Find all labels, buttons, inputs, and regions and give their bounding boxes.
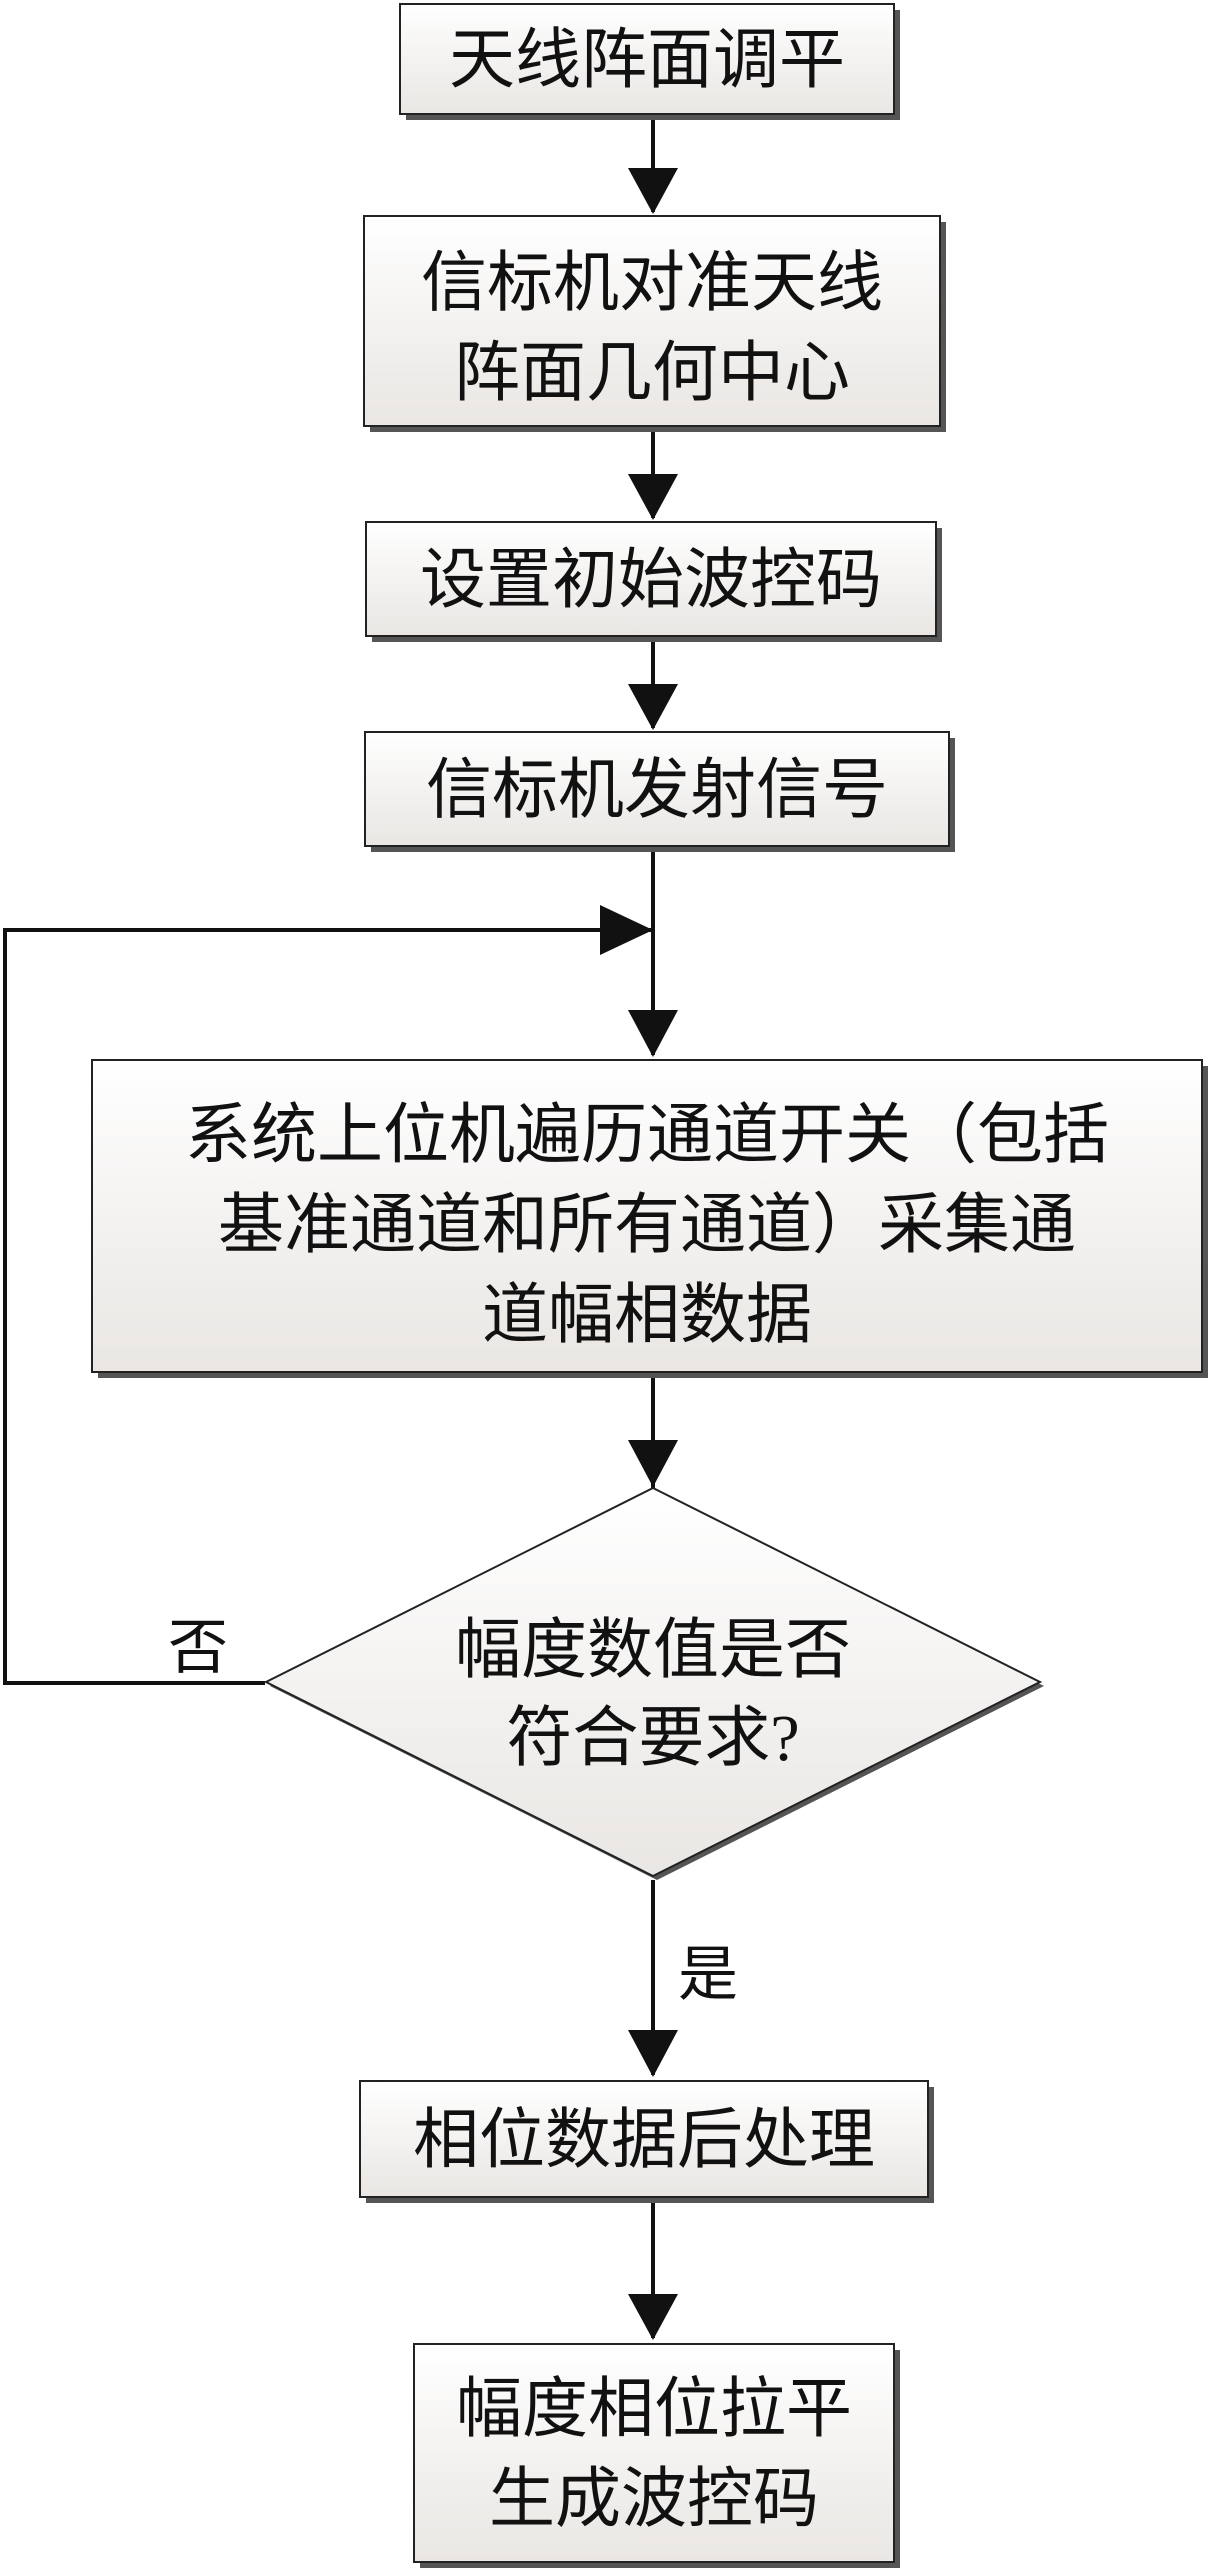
decision-line-2: 符合要求? [506, 1702, 799, 1775]
arrowhead-decision [628, 1440, 678, 1487]
step6-box [359, 2080, 934, 2203]
step3-label: 设置初始波控码 [420, 544, 882, 617]
step7-line-2: 生成波控码 [489, 2463, 819, 2536]
step2-label: 信标机对准天线 阵面几何中心 [421, 247, 883, 410]
step5-label: 系统上位机遍历通道开关（包括 基准通道和所有通道）采集通 道幅相数据 [185, 1099, 1109, 1352]
decision-line-1: 幅度数值是否 [455, 1614, 851, 1687]
step7-line-1: 幅度相位拉平 [456, 2373, 852, 2446]
loop-back-line [3, 928, 653, 1685]
step5-box [91, 1059, 1208, 1378]
step1-label: 天线阵面调平 [449, 24, 845, 97]
branch-label-yes: 是 [678, 1942, 738, 2008]
arrowhead-step5 [628, 1010, 678, 1057]
decision-label: 幅度数值是否 符合要求? [455, 1614, 851, 1775]
arrowhead-step3 [628, 474, 678, 520]
branch-label-no: 否 [168, 1615, 228, 1681]
step7-box [413, 2343, 900, 2568]
step3-box [365, 521, 942, 642]
step2-line-1: 信标机对准天线 [421, 247, 883, 320]
decision-diamond [263, 1486, 1044, 1880]
step4-label: 信标机发射信号 [426, 754, 888, 827]
step5-line-2: 基准通道和所有通道）采集通 [218, 1189, 1076, 1262]
step1-line-1: 天线阵面调平 [449, 24, 845, 97]
step2-box [363, 215, 946, 432]
connectors [3, 118, 678, 2340]
arrowhead-step6 [628, 2030, 678, 2077]
step3-line-1: 设置初始波控码 [420, 544, 882, 617]
step6-label: 相位数据后处理 [413, 2104, 875, 2177]
step5-line-1: 系统上位机遍历通道开关（包括 [185, 1099, 1109, 1172]
step6-line-1: 相位数据后处理 [413, 2104, 875, 2177]
step7-label: 幅度相位拉平 生成波控码 [456, 2373, 852, 2536]
loop-back-arrowhead [600, 905, 653, 955]
arrowhead-step2 [628, 168, 678, 214]
arrowhead-step4 [628, 684, 678, 730]
step1-box [399, 3, 900, 120]
arrowhead-step7 [628, 2294, 678, 2340]
step5-line-3: 道幅相数据 [482, 1279, 812, 1352]
step4-line-1: 信标机发射信号 [426, 754, 888, 827]
step4-box [364, 731, 955, 852]
step2-line-2: 阵面几何中心 [454, 337, 850, 410]
